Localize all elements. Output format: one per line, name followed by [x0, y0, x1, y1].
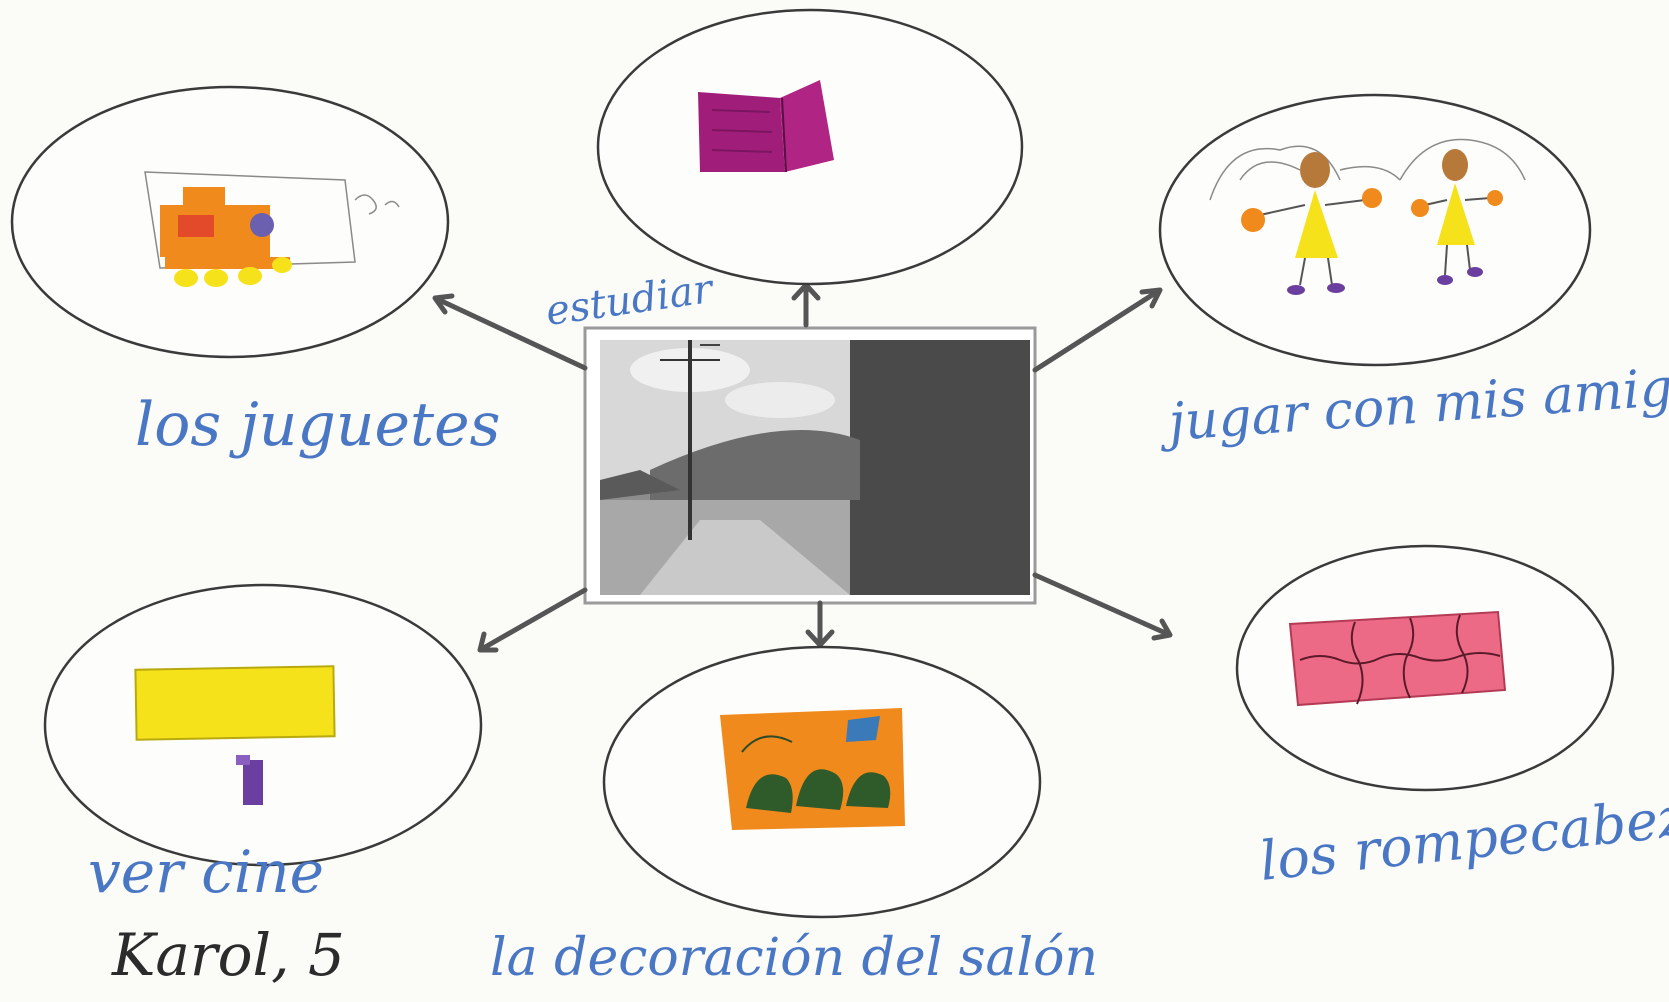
label-los-juguetes: los juguetes [135, 390, 500, 460]
classroom-decoration-drawing [720, 708, 905, 830]
arrow-top-right [1032, 287, 1163, 373]
arrows [432, 282, 1173, 653]
center-photo [583, 326, 1037, 605]
puzzle-drawing [1288, 610, 1507, 707]
arrow-bottom [805, 600, 835, 648]
cinema-screen-drawing [134, 665, 336, 805]
arrow-bottom-right [1032, 572, 1173, 641]
friends-drawing [1209, 138, 1526, 295]
label-estudiar: estudiar [543, 266, 718, 335]
signature: Karol, 5 [111, 921, 345, 989]
oval-top-right [1158, 93, 1592, 367]
label-decoracion-salon: la decoración del salón [490, 928, 1098, 988]
train-toy-drawing [144, 171, 400, 287]
label-jugar-con-mis-amigas: jugar con mis amigas [1157, 354, 1669, 454]
book-drawing [698, 80, 834, 173]
arrow-bottom-left [477, 587, 588, 653]
arrow-top [791, 282, 821, 328]
label-ver-cine: ver cine [88, 838, 324, 906]
arrow-top-left [432, 293, 588, 371]
label-los-rompecabezas: los rompecabezas [1257, 779, 1669, 893]
